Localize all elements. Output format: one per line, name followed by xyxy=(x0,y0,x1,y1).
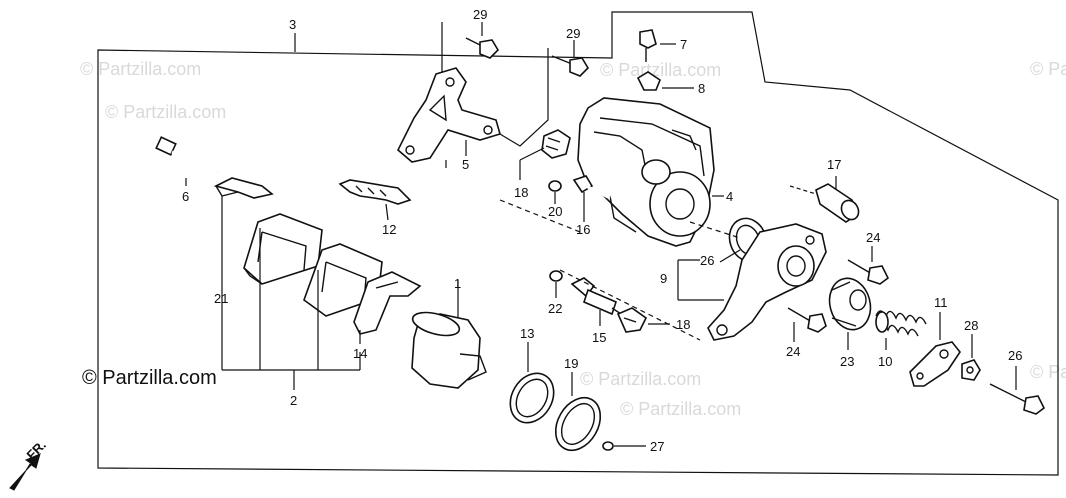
bolt-26b xyxy=(989,383,1046,415)
callout-18a: 18 xyxy=(514,185,528,200)
leader-26a xyxy=(719,249,741,263)
callout-15: 15 xyxy=(592,330,606,345)
watermark-faint-4: © Partzilla.com xyxy=(580,369,701,389)
callout-labels: 3 29 29 7 8 5 6 18 20 4 17 12 16 24 26 9… xyxy=(182,7,1022,454)
bolt-24a xyxy=(847,259,890,285)
copyright-partzilla: © Partzilla.com xyxy=(82,367,217,389)
bracket-5 xyxy=(397,67,501,163)
assembly-outline xyxy=(97,11,1059,476)
piston-1 xyxy=(411,311,487,389)
spring-10 xyxy=(875,310,927,337)
assembly-axes xyxy=(499,199,741,341)
bolt-17 xyxy=(815,183,860,223)
bolt-6 xyxy=(155,136,219,174)
callout-6: 6 xyxy=(182,189,189,204)
clip-21 xyxy=(213,177,274,199)
callout-3: 3 xyxy=(289,17,296,32)
bolt-24b xyxy=(787,307,827,333)
bolt-29b xyxy=(551,55,590,77)
caliper-bracket-9 xyxy=(707,223,827,341)
callout-11: 11 xyxy=(934,295,948,310)
callout-13: 13 xyxy=(520,326,534,341)
brake-pad-outer xyxy=(243,213,323,285)
callout-17: 17 xyxy=(827,157,841,172)
callout-9: 9 xyxy=(660,271,667,286)
callout-4: 4 xyxy=(726,189,733,204)
front-label: FR. xyxy=(24,437,49,462)
callout-2: 2 xyxy=(290,393,297,408)
callout-18b: 18 xyxy=(676,317,690,332)
callout-12: 12 xyxy=(382,222,396,237)
watermark-faint-5: © Partzilla.com xyxy=(620,399,741,419)
leader-12 xyxy=(385,203,389,221)
callout-24b: 24 xyxy=(786,344,800,359)
caliper-body-4 xyxy=(577,97,715,247)
watermark-faint-7: © Partzilla.com xyxy=(1030,362,1066,382)
leader-9 xyxy=(677,259,724,301)
callout-16: 16 xyxy=(576,222,590,237)
front-direction-arrow: FR. xyxy=(9,437,49,491)
pin-16 xyxy=(572,175,611,200)
axis-17 xyxy=(789,185,817,195)
washer-22 xyxy=(549,270,563,282)
pad-shim-14 xyxy=(353,271,422,335)
ring-27 xyxy=(602,441,614,451)
callout-20: 20 xyxy=(548,204,562,219)
callout-24a: 24 xyxy=(866,230,880,245)
slide-pin-15 xyxy=(570,277,625,317)
callout-29a: 29 xyxy=(473,7,487,22)
callout-26b: 26 xyxy=(1008,348,1022,363)
callout-28: 28 xyxy=(964,318,978,333)
callout-8: 8 xyxy=(698,81,705,96)
plate-11 xyxy=(909,341,961,387)
leader-29-bracket xyxy=(499,48,549,147)
leader-18a xyxy=(519,147,545,161)
callout-19: 19 xyxy=(564,356,578,371)
callout-29b: 29 xyxy=(566,26,580,41)
pad-spring-12 xyxy=(338,179,412,205)
leader-group-2 xyxy=(221,196,360,371)
watermark-faint-1: © Partzilla.com xyxy=(80,59,201,79)
cap-8 xyxy=(636,71,661,91)
bushing-18b xyxy=(616,307,648,333)
bleeder-screw-7 xyxy=(639,29,657,62)
seal-19 xyxy=(554,396,602,452)
watermarks: © Partzilla.com © Partzilla.com © Partzi… xyxy=(80,59,1066,419)
callout-14: 14 xyxy=(353,346,367,361)
callout-27: 27 xyxy=(650,439,664,454)
bushing-18a xyxy=(541,129,571,159)
callout-7: 7 xyxy=(680,37,687,52)
callout-21: 21 xyxy=(214,291,228,306)
callout-23: 23 xyxy=(840,354,854,369)
callout-22: 22 xyxy=(548,301,562,316)
seal-13 xyxy=(509,372,555,424)
washer-20 xyxy=(548,180,562,192)
watermark-faint-6: © Partzilla.com xyxy=(1030,59,1066,79)
nut-28 xyxy=(961,359,981,381)
watermark-faint-2: © Partzilla.com xyxy=(105,102,226,122)
callout-10: 10 xyxy=(878,354,892,369)
bolt-29a xyxy=(465,37,500,59)
callout-26a: 26 xyxy=(700,253,714,268)
watermark-faint-3: © Partzilla.com xyxy=(600,60,721,80)
boot-23 xyxy=(828,277,872,331)
callout-5: 5 xyxy=(462,157,469,172)
callout-1: 1 xyxy=(454,276,461,291)
